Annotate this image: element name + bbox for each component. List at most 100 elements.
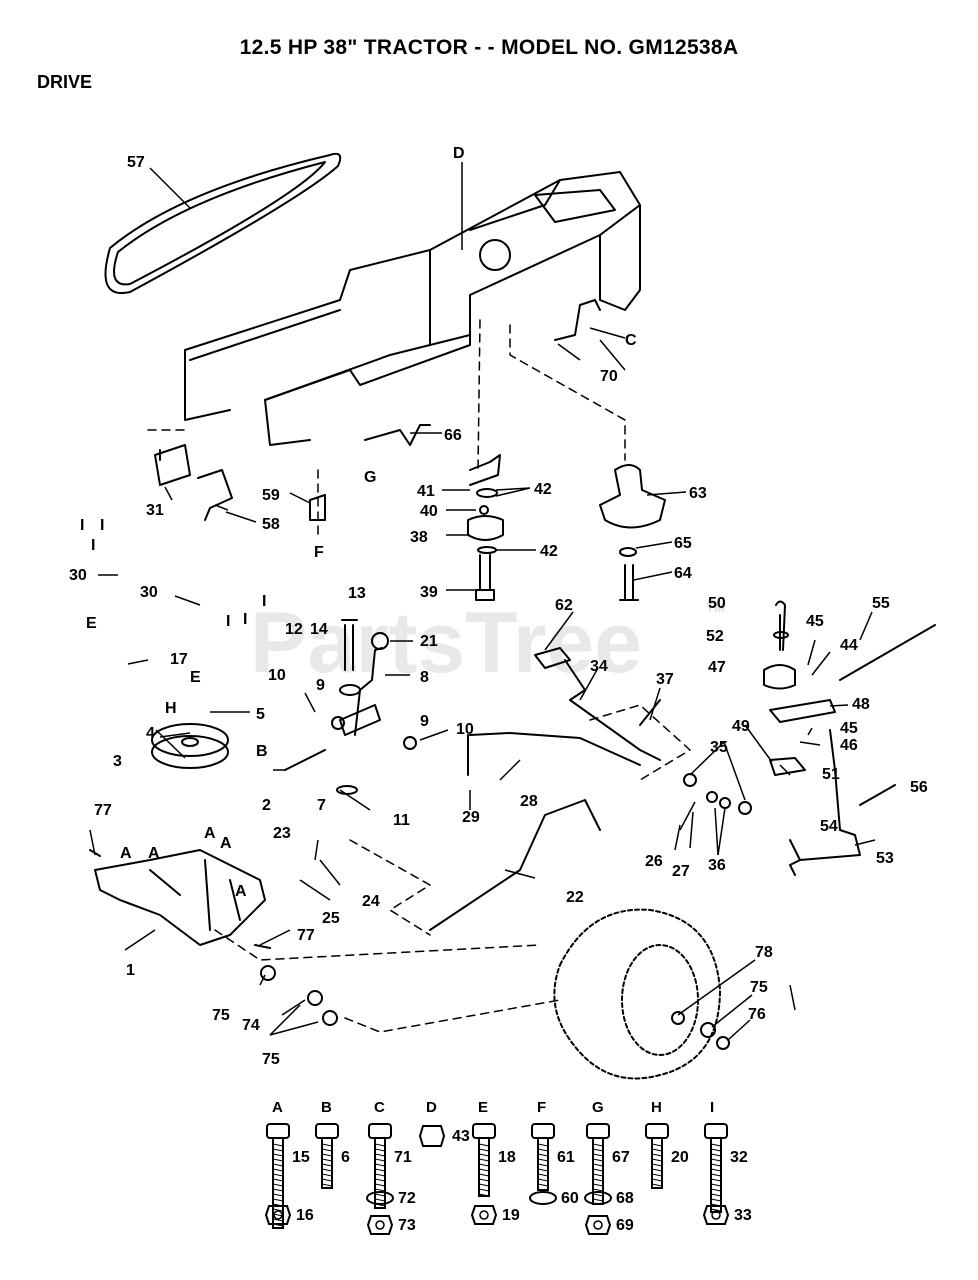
part-label: 49: [732, 718, 750, 735]
part-label: 57: [127, 154, 145, 171]
hardware-thread: [651, 1183, 663, 1187]
hardware-thread: [651, 1178, 663, 1182]
ref-label: F: [314, 544, 324, 561]
part-label: 28: [520, 793, 538, 810]
washer-12: [339, 684, 361, 696]
part-label: 62: [555, 597, 573, 614]
hardware-part-number: 16: [296, 1207, 314, 1224]
hardware-bolt-head: [704, 1123, 728, 1139]
rod-28: [469, 732, 641, 766]
hardware-thread: [321, 1158, 333, 1162]
hardware-thread: [710, 1153, 722, 1157]
bushing-35a: [683, 773, 697, 787]
hardware-part-number: 6: [341, 1149, 350, 1166]
hardware-letter: F: [537, 1099, 546, 1116]
hardware-thread: [651, 1168, 663, 1172]
hardware-thread: [272, 1163, 284, 1167]
rear-tire: [553, 908, 721, 1080]
tractor-frame: [184, 171, 641, 446]
hardware-thread: [272, 1193, 284, 1197]
part-label: 78: [755, 944, 773, 961]
hardware-thread: [710, 1178, 722, 1182]
hardware-letter: D: [426, 1099, 437, 1116]
ref-label: H: [165, 700, 177, 717]
hardware-thread: [272, 1183, 284, 1187]
ref-label: E: [86, 615, 97, 632]
hardware-thread: [321, 1148, 333, 1152]
hardware-thread: [478, 1193, 490, 1197]
ref-label: A: [220, 835, 232, 852]
part-label: 44: [840, 637, 858, 654]
part-label: 50: [708, 595, 726, 612]
hardware-bolt-shaft: [710, 1137, 722, 1213]
hardware-thread: [651, 1148, 663, 1152]
hardware-part-number: 20: [671, 1149, 689, 1166]
hardware-thread: [374, 1183, 386, 1187]
hardware-part-number: 73: [398, 1217, 416, 1234]
hardware-thread: [374, 1143, 386, 1147]
part-label: 45: [840, 720, 858, 737]
hardware-thread: [651, 1158, 663, 1162]
hardware-part-number: 18: [498, 1149, 516, 1166]
ref-label: I: [100, 517, 104, 534]
spacer-40: [479, 505, 489, 515]
transaxle-1: [94, 849, 266, 946]
hardware-part-number: 61: [557, 1149, 575, 1166]
hardware-letter: I: [710, 1099, 714, 1116]
hardware-letter: C: [374, 1099, 385, 1116]
hardware-thread: [592, 1178, 604, 1182]
bracket-49: [769, 757, 806, 776]
hardware-thread: [537, 1148, 549, 1152]
hardware-thread: [592, 1188, 604, 1192]
transmission-pulley-3: [151, 723, 229, 769]
hardware-thread: [537, 1163, 549, 1167]
hardware-thread: [478, 1178, 490, 1182]
hardware-thread: [710, 1193, 722, 1197]
hardware-thread: [592, 1173, 604, 1177]
hardware-thread: [478, 1168, 490, 1172]
part-label: 1: [126, 962, 135, 979]
hardware-thread: [537, 1158, 549, 1162]
hardware-thread: [651, 1153, 663, 1157]
hardware-thread: [710, 1158, 722, 1162]
hardware-thread: [321, 1163, 333, 1167]
hardware-thread: [272, 1188, 284, 1192]
spring-2: [284, 749, 326, 771]
hardware-thread: [272, 1148, 284, 1152]
part-label: 9: [316, 677, 325, 694]
ref-label: G: [364, 469, 376, 486]
engine-pulley-63: [599, 464, 666, 529]
washer-75b: [322, 1010, 338, 1026]
part-label: 36: [708, 857, 726, 874]
hardware-part-number: 33: [734, 1207, 752, 1224]
washer-75c: [700, 1022, 716, 1038]
hardware-thread: [478, 1188, 490, 1192]
section-title: DRIVE: [37, 72, 93, 92]
hardware-letter: A: [272, 1099, 283, 1116]
part-label: 46: [840, 737, 858, 754]
ref-label: A: [148, 845, 160, 862]
hardware-thread: [321, 1168, 333, 1172]
hardware-part-number: 67: [612, 1149, 630, 1166]
hardware-thread: [374, 1173, 386, 1177]
hardware-bolt-shaft: [478, 1137, 490, 1197]
ref-label: C: [625, 332, 637, 349]
bracket-70: [554, 299, 601, 341]
hardware-thread: [272, 1198, 284, 1202]
hardware-bolt-head: [645, 1123, 669, 1139]
part-label: 77: [297, 927, 315, 944]
hardware-part-number: 19: [502, 1207, 520, 1224]
washer-52: [773, 631, 789, 639]
hardware-thread: [537, 1183, 549, 1187]
hardware-thread: [651, 1143, 663, 1147]
bolt-50: [775, 600, 786, 651]
part-label: 42: [534, 481, 552, 498]
part-label: 25: [322, 910, 340, 927]
bracket-58: [197, 469, 233, 521]
pedal-62: [534, 647, 571, 669]
part-label: 11: [393, 812, 410, 829]
hardware-nut: [366, 1215, 394, 1235]
hardware-thread: [272, 1153, 284, 1157]
hardware-thread: [374, 1178, 386, 1182]
